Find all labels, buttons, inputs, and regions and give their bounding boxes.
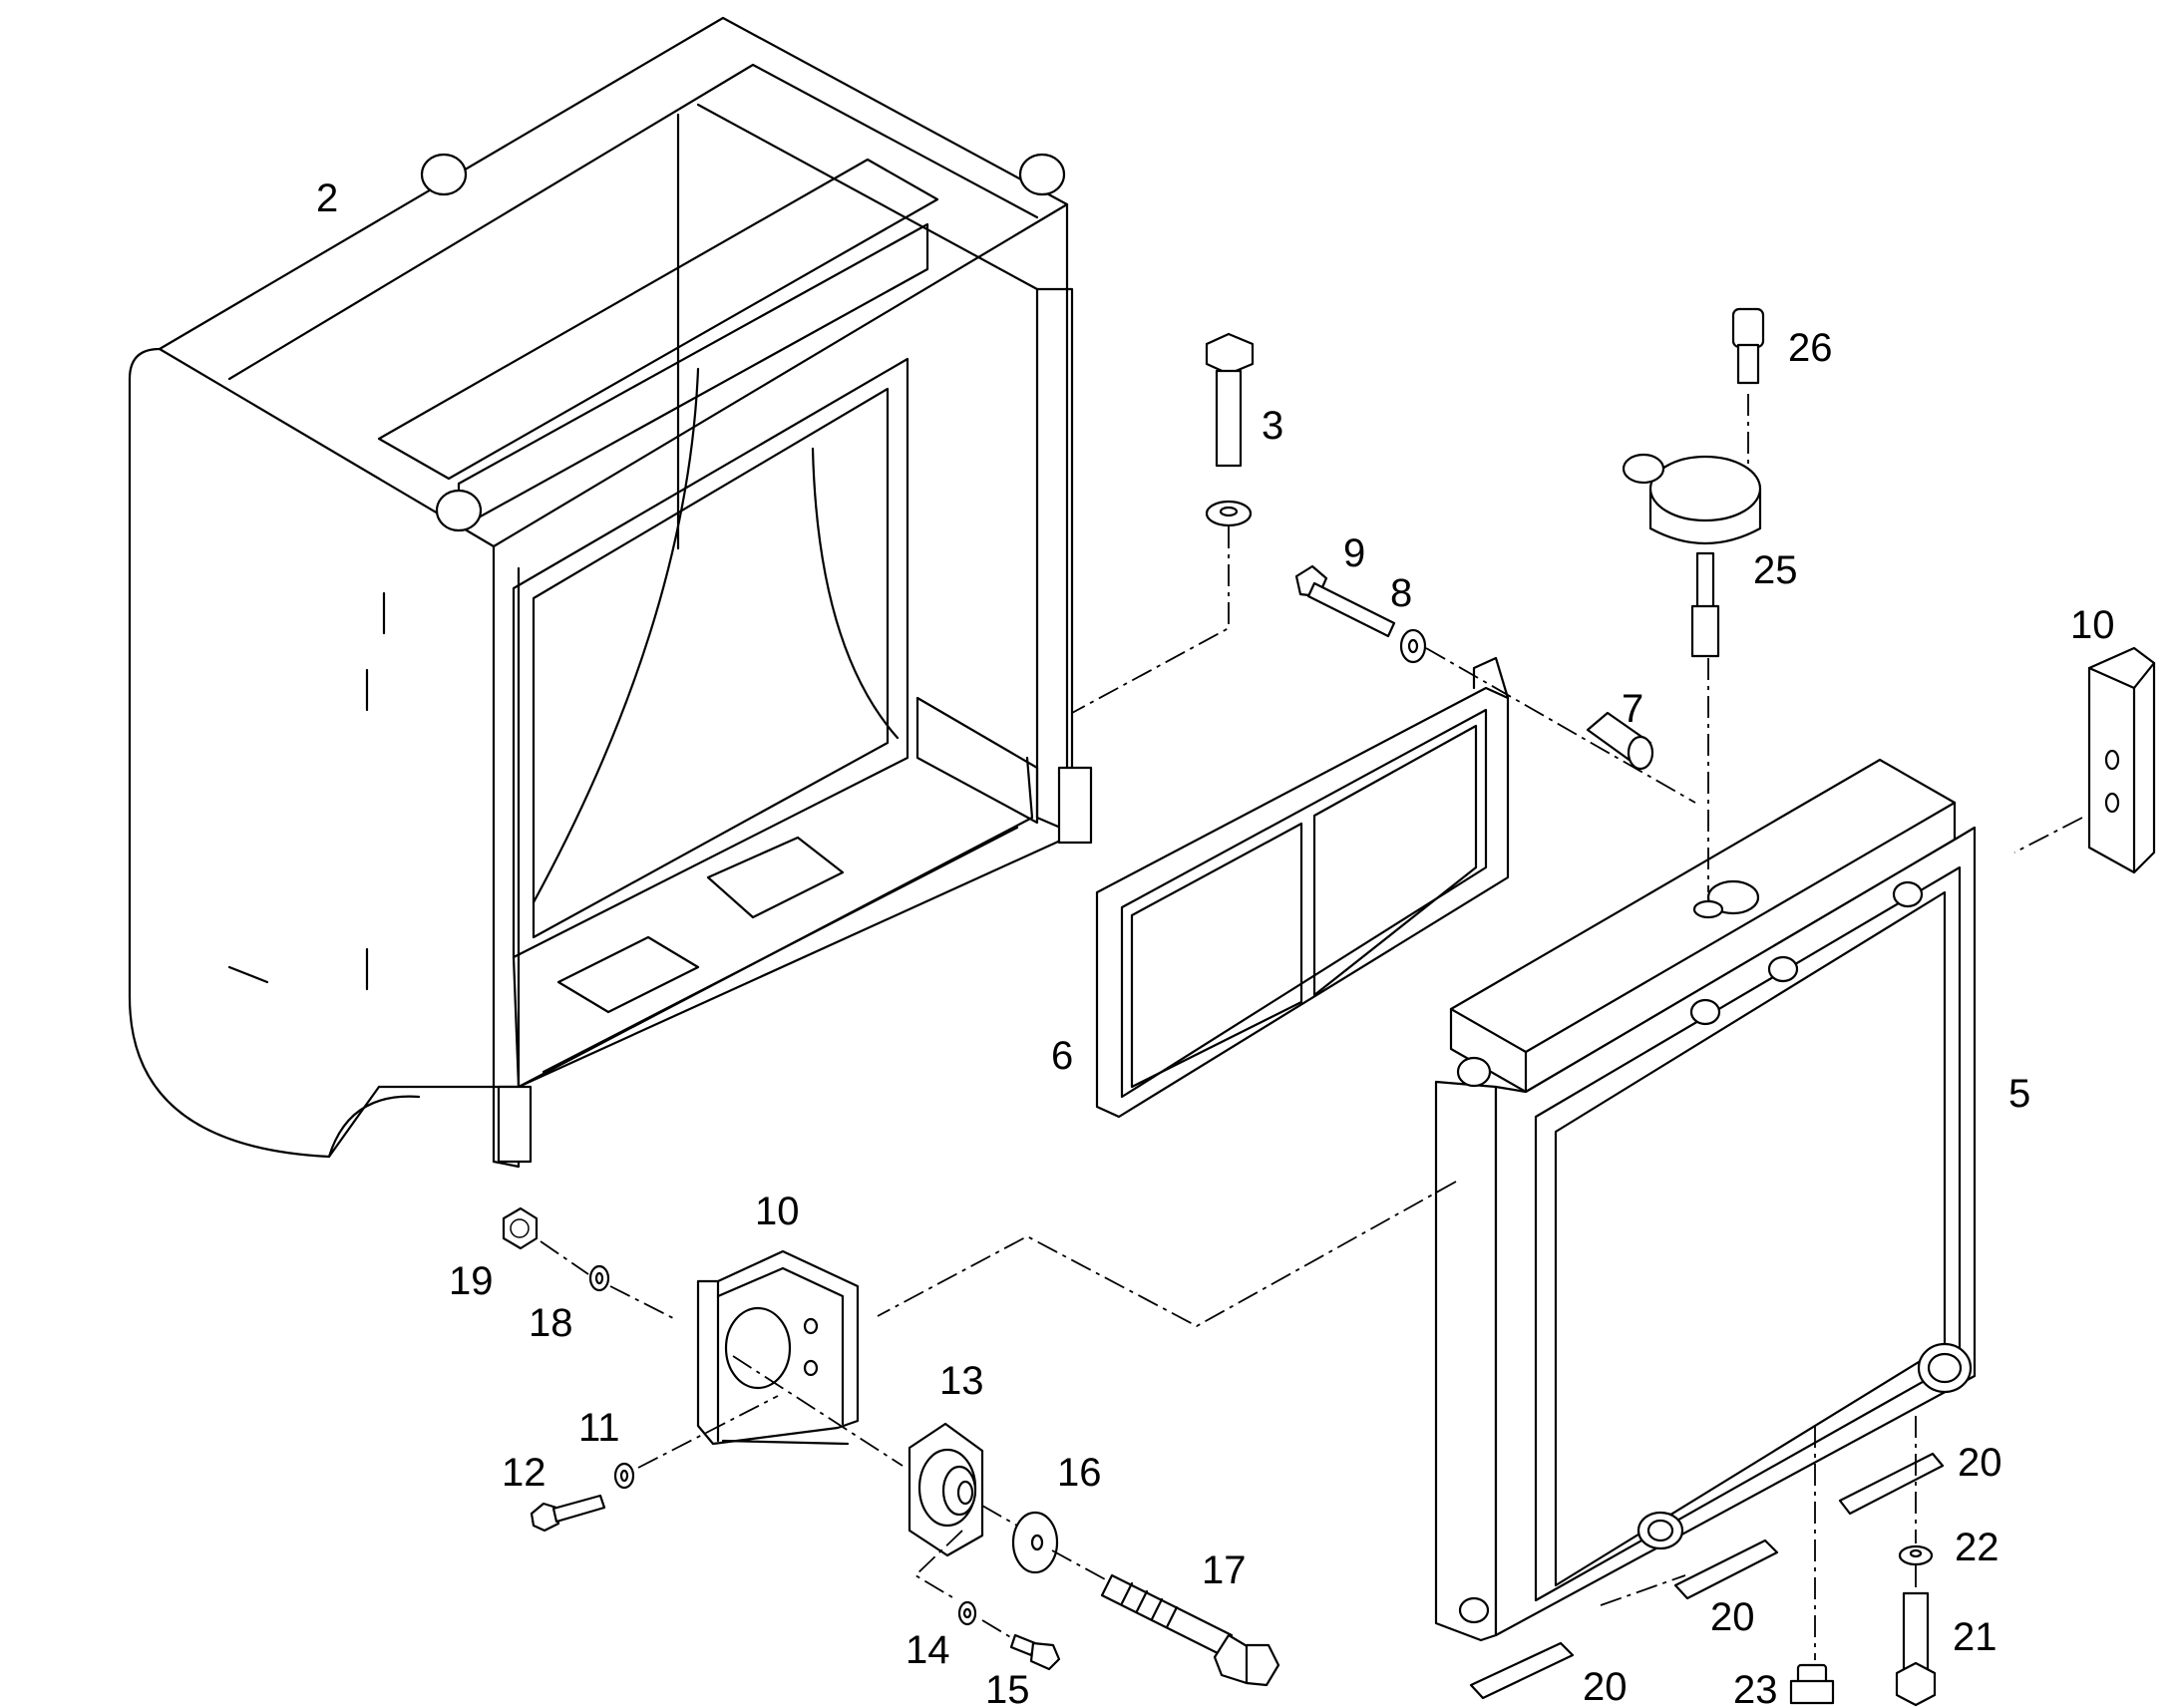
- bolt-part-15: [1009, 1633, 1061, 1671]
- plate-part-20-b: [1673, 1538, 1779, 1600]
- callout-12: 12: [502, 1451, 546, 1495]
- callout-10-right: 10: [2070, 603, 2115, 647]
- callout-3: 3: [1262, 404, 1283, 448]
- bolt-part-3: [1205, 332, 1255, 527]
- bolt-part-21: [1895, 1591, 1937, 1707]
- callout-19: 19: [449, 1259, 494, 1303]
- callout-8: 8: [1390, 571, 1412, 615]
- callout-15: 15: [985, 1668, 1030, 1708]
- callout-21: 21: [1953, 1615, 1998, 1659]
- callout-13: 13: [939, 1359, 984, 1403]
- spacer-part-7: [1586, 711, 1654, 771]
- screen-part-6: [1095, 656, 1510, 1119]
- washer-part-18: [588, 1264, 610, 1292]
- housing-frame-part-2: [128, 16, 1093, 1169]
- washer-part-22: [1898, 1544, 1934, 1566]
- washer-part-14: [957, 1600, 977, 1626]
- callout-10-left: 10: [755, 1190, 800, 1233]
- plate-part-20-c: [1469, 1641, 1575, 1700]
- callout-5: 5: [2008, 1072, 2030, 1116]
- callout-labels: 2 3 26 9 8 25 10 7 6 5 10 19 18 11 12 13…: [316, 176, 2115, 1708]
- bolt-part-9: [1294, 564, 1396, 638]
- callout-26: 26: [1788, 326, 1833, 370]
- callout-9: 9: [1343, 531, 1365, 575]
- bracket-part-10-left: [696, 1249, 860, 1446]
- callout-2: 2: [316, 176, 338, 220]
- callout-25: 25: [1753, 548, 1798, 592]
- callout-14: 14: [906, 1628, 950, 1672]
- washer-part-16: [1011, 1511, 1059, 1574]
- callout-17: 17: [1202, 1548, 1247, 1592]
- leader-lines: [540, 394, 2083, 1660]
- washer-part-11: [613, 1462, 635, 1490]
- radiator-part-5: [1434, 758, 1977, 1642]
- callout-20-a: 20: [1958, 1441, 2002, 1485]
- bolt-part-17: [1100, 1573, 1280, 1687]
- mount-part-13: [908, 1422, 984, 1557]
- screw-part-26: [1731, 307, 1765, 385]
- sensor-part-25: [1622, 453, 1762, 658]
- callout-16: 16: [1057, 1451, 1102, 1495]
- bolt-part-12: [530, 1494, 606, 1533]
- callout-6: 6: [1051, 1034, 1073, 1078]
- plug-part-23: [1789, 1663, 1835, 1705]
- bracket-part-10-right: [2087, 646, 2156, 874]
- callout-23: 23: [1733, 1668, 1778, 1708]
- callout-22: 22: [1955, 1526, 1999, 1569]
- callout-20-c: 20: [1583, 1665, 1628, 1708]
- plate-part-20-a: [1838, 1452, 1945, 1516]
- nut-part-19: [502, 1206, 539, 1250]
- callout-18: 18: [529, 1301, 573, 1345]
- callout-11: 11: [578, 1406, 620, 1450]
- callout-7: 7: [1622, 687, 1643, 731]
- callout-20-b: 20: [1710, 1595, 1755, 1639]
- washer-part-8: [1399, 628, 1427, 664]
